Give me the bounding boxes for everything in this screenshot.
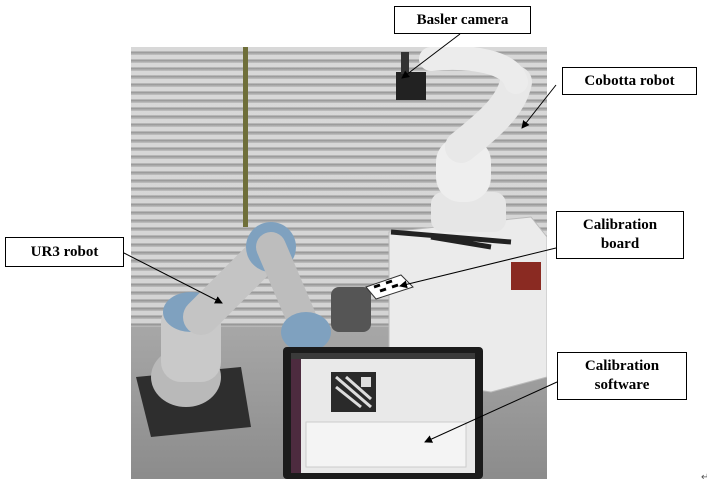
scene-drawing xyxy=(136,47,547,479)
pole xyxy=(243,47,248,227)
arrow-basler-camera xyxy=(401,33,461,79)
laptop-shape xyxy=(283,347,483,479)
arrow-ur3-robot xyxy=(123,252,223,304)
return-mark: ↵ xyxy=(701,472,707,483)
lab-photo xyxy=(131,47,547,479)
label-basler-camera-text: Basler camera xyxy=(416,12,509,28)
arrow-calibration-board xyxy=(399,247,557,289)
label-basler-camera: Basler camera xyxy=(394,6,531,34)
cobotta-robot-shape xyxy=(390,47,532,250)
label-calibration-software-line2: software xyxy=(594,377,650,393)
arrow-calibration-software xyxy=(424,381,558,443)
box-label xyxy=(511,262,541,290)
label-calibration-board: Calibration board xyxy=(556,211,684,259)
label-cobotta-robot-text: Cobotta robot xyxy=(584,73,675,89)
label-calibration-board-line1: Calibration xyxy=(582,217,658,233)
label-calibration-software: Calibration software xyxy=(557,352,687,400)
ur3-robot-shape xyxy=(136,222,371,437)
label-calibration-software-line1: Calibration xyxy=(584,358,660,374)
label-ur3-robot-text: UR3 robot xyxy=(30,244,99,260)
basler-camera-shape xyxy=(396,72,426,100)
arrow-cobotta-robot xyxy=(521,84,557,129)
label-cobotta-robot: Cobotta robot xyxy=(562,67,697,95)
label-ur3-robot: UR3 robot xyxy=(5,237,124,267)
label-calibration-board-line2: board xyxy=(600,236,640,252)
